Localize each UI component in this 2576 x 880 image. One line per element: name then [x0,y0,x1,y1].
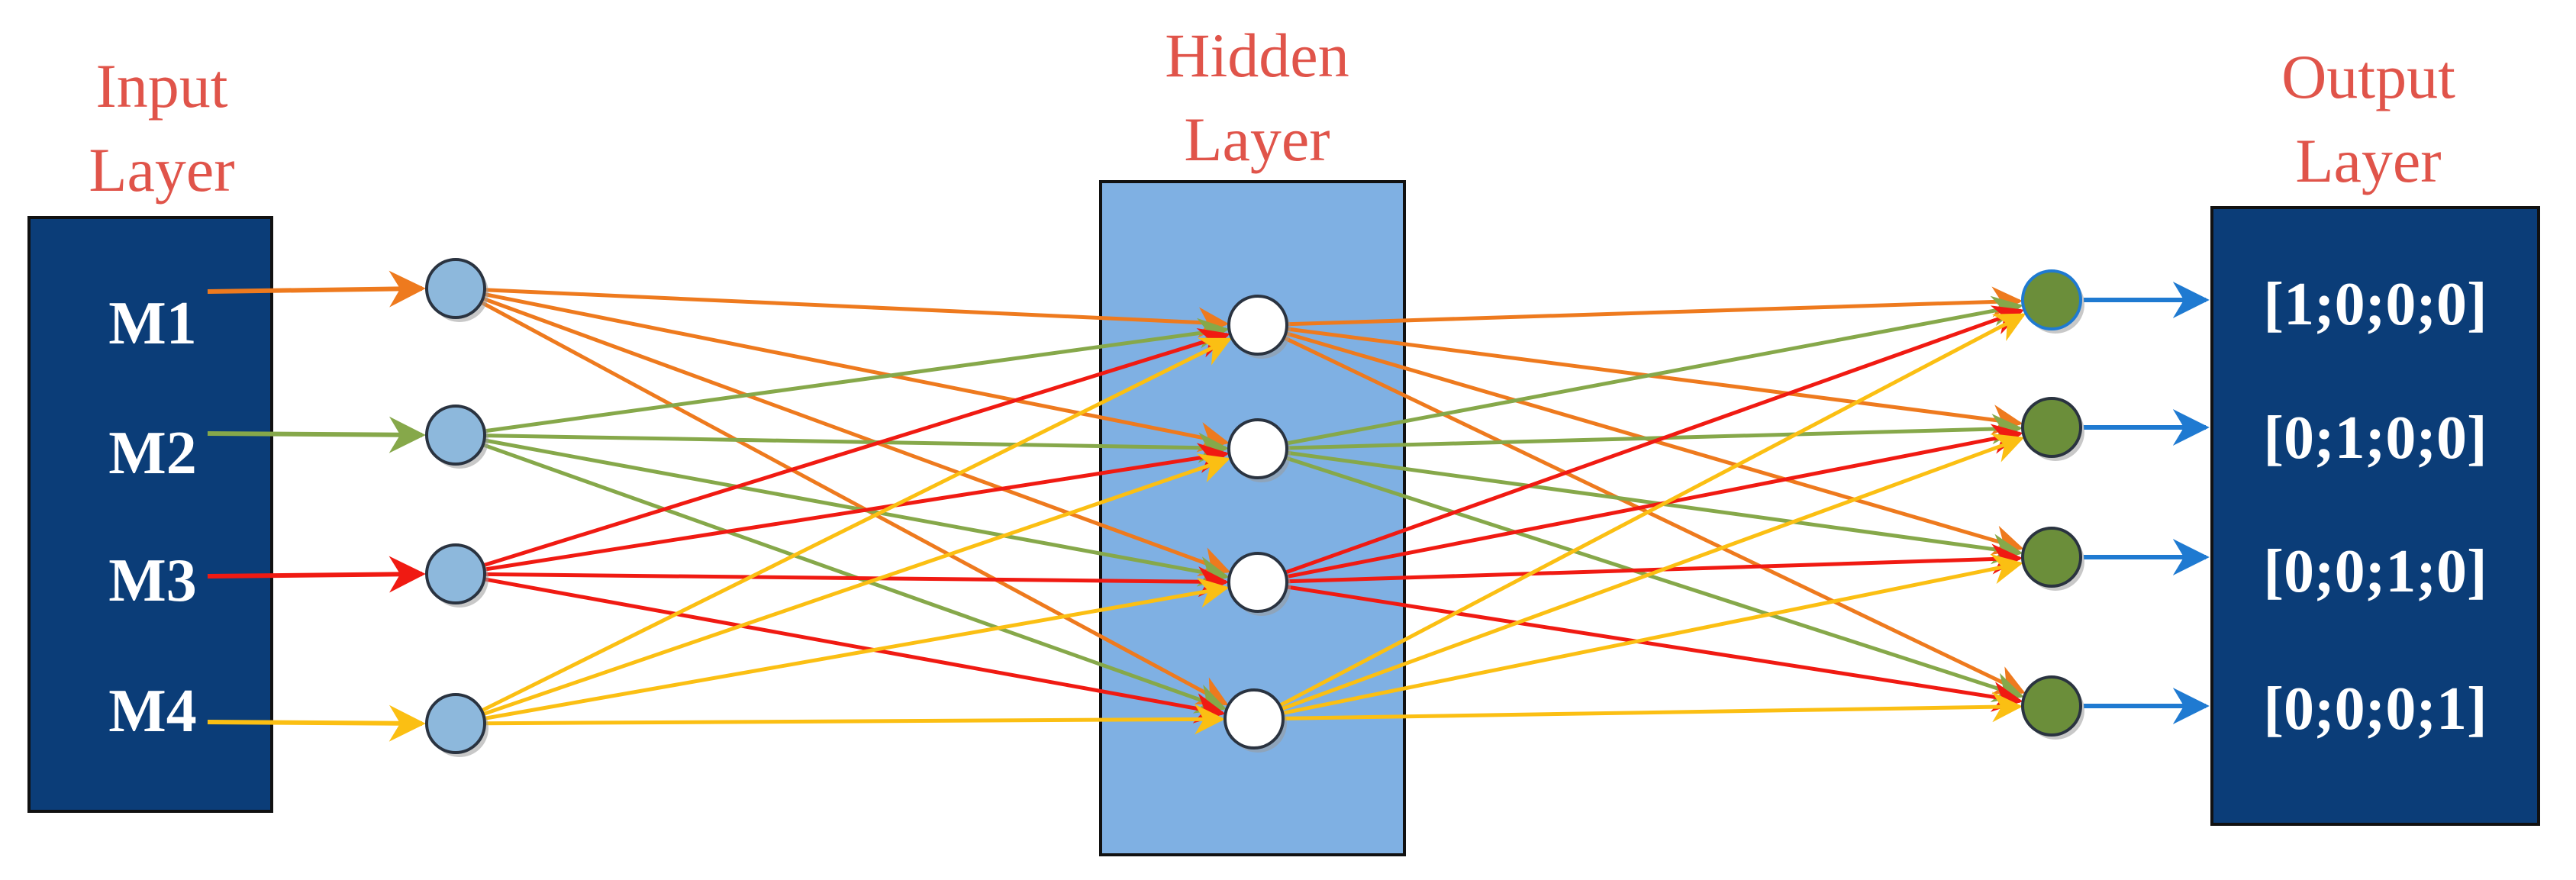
input-label-m2: M2 [108,420,197,487]
input-label-m4: M4 [108,678,197,745]
output-label-class-3: [0;0;1;0] [2263,538,2487,605]
edge-input-3-to-hidden-3 [484,566,1230,598]
hidden-layer-title-line1: Hidden [1165,21,1349,90]
input-feed-arrow-3 [207,556,426,593]
hidden-layer-box [1099,180,1406,856]
output-neuron-3 [2021,527,2082,588]
output-layer-title-line1: Output [2281,42,2455,111]
input-neuron-2 [425,405,486,466]
edge-input-4-to-hidden-1 [480,337,1232,713]
edge-hidden-2-to-output-3 [1286,450,2023,565]
edge-input-3-to-hidden-4 [483,577,1226,724]
output-layer-title-line2: Layer [2295,126,2441,195]
input-feed-arrow-2 [207,416,426,453]
edge-hidden-3-to-output-3 [1286,543,2023,584]
hidden-layer-title-line2: Layer [1184,105,1330,174]
edge-input-1-to-hidden-2 [483,292,1230,453]
edge-hidden-1-to-output-4 [1283,336,2026,695]
output-label-class-1: [1;0;0;0] [2263,271,2487,338]
edge-input-1-to-hidden-4 [480,300,1229,706]
output-layer-box [2210,206,2540,826]
hidden-neuron-1 [1227,295,1288,356]
edge-input-3-to-hidden-1 [482,328,1230,568]
edge-input-4-to-hidden-4 [484,704,1226,735]
edge-hidden-1-to-output-1 [1286,286,2023,327]
edge-hidden-3-to-output-1 [1284,305,2025,575]
input-neuron-4 [425,693,486,754]
edge-hidden-4-to-output-1 [1278,313,2026,708]
connection-arrows [207,270,2210,742]
input-layer-box [27,216,273,813]
input-feed-arrow-1 [207,270,426,308]
edge-hidden-2-to-output-1 [1285,295,2023,446]
edge-hidden-2-to-output-4 [1285,456,2024,702]
edge-input-1-to-hidden-1 [484,288,1230,338]
edge-input-2-to-hidden-1 [484,318,1230,434]
edge-hidden-4-to-output-3 [1282,553,2023,715]
edge-input-3-to-hidden-2 [484,443,1230,572]
output-neuron-1 [2021,269,2082,330]
edge-hidden-3-to-output-2 [1285,424,2023,579]
output-neuron-4 [2021,675,2082,737]
input-layer-title-line2: Layer [89,135,234,205]
hidden-neuron-3 [1227,552,1288,613]
edge-hidden-4-to-output-4 [1282,691,2023,723]
edge-input-2-to-hidden-3 [483,438,1230,587]
edge-hidden-3-to-output-4 [1286,585,2023,712]
input-label-m1: M1 [108,290,197,357]
input-neuron-1 [425,258,486,319]
edge-input-1-to-hidden-3 [482,296,1231,576]
neurons [425,258,2084,757]
hidden-neuron-4 [1224,688,1285,749]
input-feed-arrow-4 [207,704,426,742]
output-label-class-2: [0;1;0;0] [2263,405,2487,472]
input-layer-title-line1: Input [95,51,227,121]
input-neuron-3 [425,543,486,604]
hidden-neuron-2 [1227,418,1288,479]
output-label-class-4: [0;0;0;1] [2263,675,2487,743]
output-neuron-2 [2021,397,2082,458]
edge-input-4-to-hidden-3 [483,577,1230,720]
edge-hidden-2-to-output-2 [1286,414,2023,450]
edge-hidden-4-to-output-2 [1280,433,2025,711]
edge-input-4-to-hidden-2 [482,453,1231,717]
edge-input-2-to-hidden-2 [484,432,1230,463]
input-label-m3: M3 [108,547,197,614]
